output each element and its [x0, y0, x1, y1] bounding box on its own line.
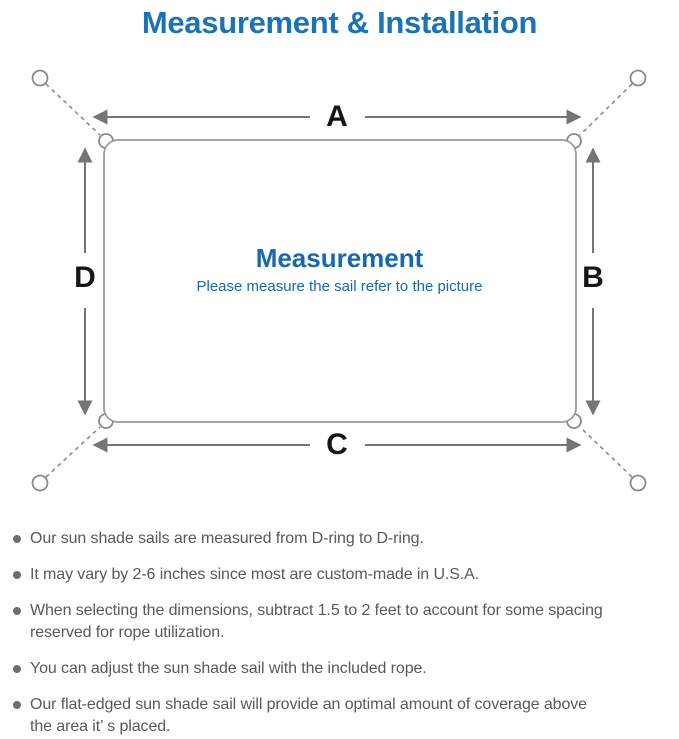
- sail-diagram-canvas: [31, 69, 647, 492]
- note-text: When selecting the dimensions, subtract …: [30, 602, 603, 641]
- diagram-subtext: Please measure the sail refer to the pic…: [196, 278, 483, 295]
- diagram-center-text: Measurement Please measure the sail refe…: [0, 243, 679, 297]
- anchor-points: [31, 69, 647, 492]
- note-text: Our flat-edged sun shade sail will provi…: [30, 696, 587, 735]
- rope-bottom-right: [579, 426, 633, 478]
- list-item: You can adjust the sun shade sail with t…: [13, 658, 671, 680]
- bullet-icon: [13, 571, 21, 579]
- dimension-arrows: [77, 109, 601, 453]
- note-text: It may vary by 2-6 inches since most are…: [30, 566, 480, 583]
- anchor-circle-bottom-left: [31, 474, 49, 492]
- anchor-circle-top-right: [629, 69, 647, 87]
- notes-list: Our sun shade sails are measured from D-…: [0, 512, 679, 738]
- note-text: Our sun shade sails are measured from D-…: [30, 530, 424, 547]
- rope-top-left: [45, 83, 101, 136]
- bullet-icon: [13, 665, 21, 673]
- list-item: Our flat-edged sun shade sail will provi…: [13, 694, 671, 738]
- sail-outline: [103, 139, 577, 423]
- dimension-label-c: C: [326, 428, 348, 461]
- bullet-icon: [13, 701, 21, 709]
- list-item: It may vary by 2-6 inches since most are…: [13, 564, 671, 586]
- list-item: Our sun shade sails are measured from D-…: [13, 528, 671, 550]
- bullet-icon: [13, 607, 21, 615]
- diagram-heading: Measurement: [255, 243, 424, 273]
- rope-bottom-left: [45, 426, 101, 478]
- anchor-circle-bottom-right: [629, 474, 647, 492]
- dimension-label-b: B: [582, 261, 604, 294]
- rope-top-right: [579, 83, 633, 136]
- note-text: You can adjust the sun shade sail with t…: [30, 660, 427, 677]
- page-title: Measurement & Installation: [141, 5, 538, 40]
- dimension-label-a: A: [326, 100, 348, 133]
- bullet-icon: [13, 535, 21, 543]
- anchor-circle-top-left: [31, 69, 49, 87]
- dimension-label-d: D: [74, 261, 96, 294]
- list-item: When selecting the dimensions, subtract …: [13, 600, 671, 644]
- measurement-diagram: A B C D Measurement Please measure the s…: [0, 50, 679, 512]
